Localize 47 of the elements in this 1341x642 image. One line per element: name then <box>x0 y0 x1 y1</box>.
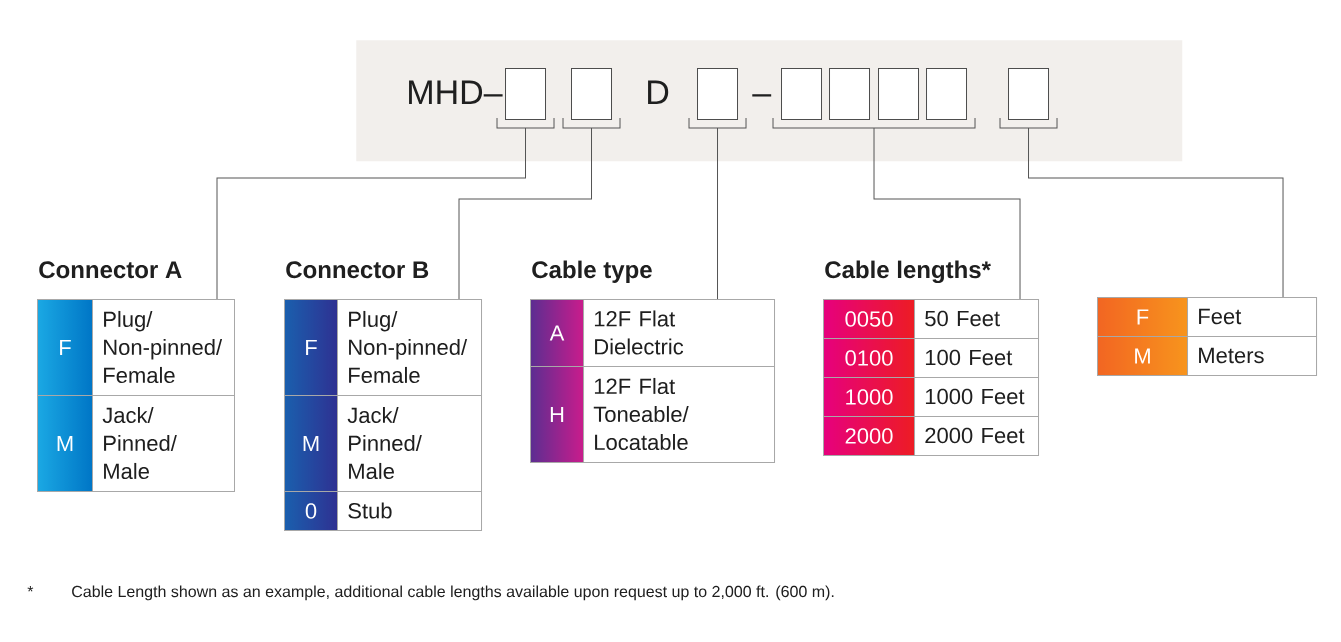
bracket-leader <box>772 117 1021 300</box>
table-heading: Cable lengths* <box>825 260 991 284</box>
description-cell: Jack/ Pinned/ Male <box>92 395 235 492</box>
code-cell: F <box>1097 297 1188 337</box>
code-cell: M <box>1097 336 1188 376</box>
table-heading: Connector A <box>39 261 182 279</box>
description-cell: 50 Feet <box>914 299 1039 339</box>
fill-in-box <box>571 68 612 120</box>
code-cell: 0100 <box>823 338 915 378</box>
code-cell: H <box>530 366 584 463</box>
code-cell: 0 <box>284 491 338 531</box>
fill-in-box <box>697 68 738 120</box>
description-cell: 1000 Feet <box>914 377 1039 417</box>
part-number-text: D <box>648 80 669 104</box>
bracket-leader <box>458 117 621 300</box>
bracket-leader <box>999 117 1284 298</box>
bracket-leader <box>216 117 555 300</box>
footnote: Cable Length shown as an example, additional cable lengths available upon request up to 2,000 ft. (600 m). <box>72 585 834 601</box>
description-cell: Stub <box>337 491 482 531</box>
description-cell: Jack/ Pinned/ Male <box>337 395 482 492</box>
table-heading: Connector B <box>286 261 429 279</box>
fill-in-box <box>1008 68 1049 120</box>
fill-in-box <box>878 68 919 120</box>
footnote-marker: * <box>27 586 34 592</box>
table-heading: Cable type <box>532 260 652 283</box>
description-cell: Plug/ Non-pinned/ Female <box>337 299 482 396</box>
description-cell: 100 Feet <box>914 338 1039 378</box>
code-cell: M <box>37 395 93 492</box>
bracket-leader <box>688 117 747 300</box>
code-cell: 0050 <box>823 299 915 339</box>
description-cell: Feet <box>1187 297 1317 337</box>
fill-in-box <box>829 68 870 120</box>
code-cell: F <box>37 299 93 396</box>
code-cell: F <box>284 299 338 396</box>
code-cell: A <box>530 299 584 367</box>
description-cell: Plug/ Non-pinned/ Female <box>92 299 235 396</box>
part-number-text: – <box>752 94 772 97</box>
description-cell: Meters <box>1187 336 1317 376</box>
fill-in-box <box>781 68 822 120</box>
description-cell: 12F Flat Toneable/ Locatable <box>583 366 775 463</box>
description-cell: 2000 Feet <box>914 416 1039 456</box>
code-cell: 2000 <box>823 416 915 456</box>
code-cell: 1000 <box>823 377 915 417</box>
fill-in-box <box>926 68 967 120</box>
part-number-text: MHD– <box>409 80 503 104</box>
fill-in-box <box>505 68 546 120</box>
description-cell: 12F Flat Dielectric <box>583 299 775 367</box>
